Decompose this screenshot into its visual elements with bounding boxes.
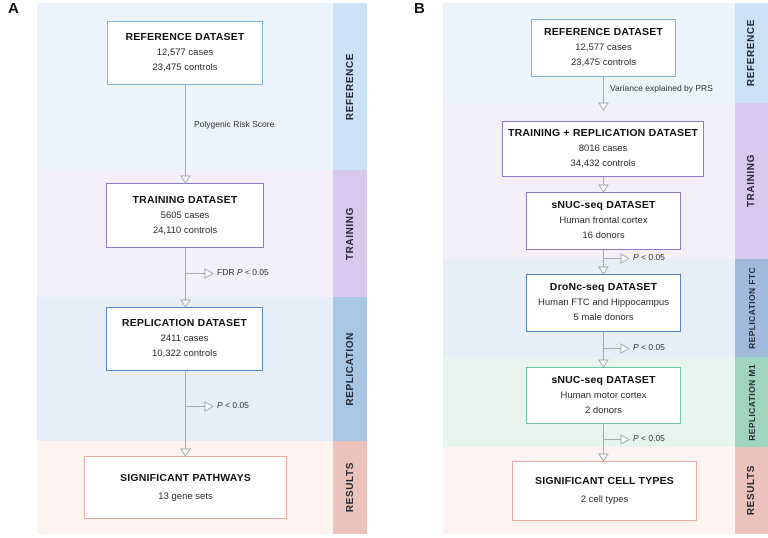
arrow-label-prs: Polygenic Risk Score [194,119,275,129]
box-title: REPLICATION DATASET [121,317,248,330]
box-title: sNUC-seq DATASET [551,199,656,212]
box-significant-cell-types: SIGNIFICANT CELL TYPES 2 cell types [512,461,697,521]
box-tissue: Human motor cortex [560,389,647,401]
branch-label-p005-a: P < 0.05 [217,400,249,410]
sidebar-label-training: TRAINING [746,154,757,208]
box-result-count: 13 gene sets [158,490,213,502]
panel-b-sidebar-reference: REFERENCE [735,3,768,103]
box-title: sNUC-seq DATASET [551,373,656,386]
branch-label-p: P [633,342,639,352]
box-donors: 16 donors [582,230,625,241]
box-donors: 2 donors [585,404,622,416]
box-cases: 8016 cases [578,143,628,155]
panel-a-sidebar-replication: REPLICATION [333,297,367,441]
box-training-dataset-a: TRAINING DATASET 5605 cases 24,110 contr… [106,183,264,248]
sidebar-label-replication-m1: REPLICATION M1 [746,363,757,441]
box-significant-pathways: SIGNIFICANT PATHWAYS 13 gene sets [84,456,287,519]
box-title: TRAINING DATASET [132,193,238,206]
box-title: SIGNIFICANT CELL TYPES [535,475,674,488]
box-dronc-seq: DroNc-seq DATASET Human FTC and Hippocam… [526,274,681,332]
branch-label-p: P [236,267,243,277]
box-controls: 24,110 controls [152,224,218,236]
box-title: REFERENCE DATASET [543,26,664,39]
box-tissue: Human FTC and Hippocampus [538,297,669,309]
box-result-count: 2 cell types [580,494,629,506]
sidebar-label-reference: REFERENCE [344,52,356,121]
branch-label-threshold: < 0.05 [242,267,269,277]
branch-label-p: P [217,400,223,410]
branch-label-prefix: FDR [217,267,237,277]
branch-label-p005-b1: P < 0.05 [633,252,665,262]
box-cases: 5605 cases [160,209,210,221]
box-controls: 34,432 controls [570,158,636,169]
box-cases: 12,577 cases [575,42,632,54]
arrow-label-variance-prs: Variance explained by PRS [610,83,713,93]
box-cases: 12,577 cases [156,47,214,59]
box-donors: 5 male donors [573,312,634,323]
box-tissue: Human frontal cortex [559,215,648,227]
panel-a-sidebar-training: TRAINING [333,170,367,297]
branch-label-p: P [633,433,639,443]
box-controls: 10,322 controls [152,348,217,359]
box-cases: 2411 cases [160,333,209,345]
box-reference-dataset-b: REFERENCE DATASET 12,577 cases 23,475 co… [531,19,676,77]
branch-label-p005-b3: P < 0.05 [633,433,665,443]
sidebar-label-replication: REPLICATION [344,332,356,406]
box-snuc-seq-motor: sNUC-seq DATASET Human motor cortex 2 do… [526,367,681,424]
branch-label-threshold: < 0.05 [638,342,665,352]
box-title: DroNc-seq DATASET [549,281,658,294]
sidebar-label-training: TRAINING [344,206,356,261]
panel-b-sidebar-replication-m1: REPLICATION M1 [735,357,768,447]
box-title: REFERENCE DATASET [125,31,245,44]
branch-label-p005-b2: P < 0.05 [633,342,665,352]
panel-a-sidebar-reference: REFERENCE [333,3,367,170]
box-snuc-seq-frontal: sNUC-seq DATASET Human frontal cortex 16… [526,192,681,250]
panel-b-sidebar-training: TRAINING [735,103,768,259]
box-title: TRAINING + REPLICATION DATASET [507,127,699,140]
sidebar-label-replication-ftc: REPLICATION FTC [746,267,757,349]
branch-label-fdr: FDR P < 0.05 [217,267,269,277]
panel-b-sidebar-replication-ftc: REPLICATION FTC [735,259,768,357]
sidebar-label-results: RESULTS [344,462,356,513]
sidebar-label-reference: REFERENCE [746,19,757,87]
box-reference-dataset-a: REFERENCE DATASET 12,577 cases 23,475 co… [107,21,263,85]
box-replication-dataset-a: REPLICATION DATASET 2411 cases 10,322 co… [106,307,263,371]
branch-label-threshold: < 0.05 [638,433,665,443]
box-title: SIGNIFICANT PATHWAYS [120,471,251,484]
sidebar-label-results: RESULTS [746,465,757,516]
box-training-replication-dataset: TRAINING + REPLICATION DATASET 8016 case… [502,121,704,177]
branch-label-threshold: < 0.05 [222,400,249,410]
box-controls: 23,475 controls [152,62,218,73]
box-controls: 23,475 controls [571,57,636,68]
panel-a-sidebar-results: RESULTS [333,441,367,534]
branch-label-threshold: < 0.05 [638,252,665,262]
branch-label-p: P [633,252,639,262]
panel-a-label: A [8,0,19,17]
panel-b-sidebar-results: RESULTS [735,447,768,534]
panel-b-label: B [414,0,425,17]
